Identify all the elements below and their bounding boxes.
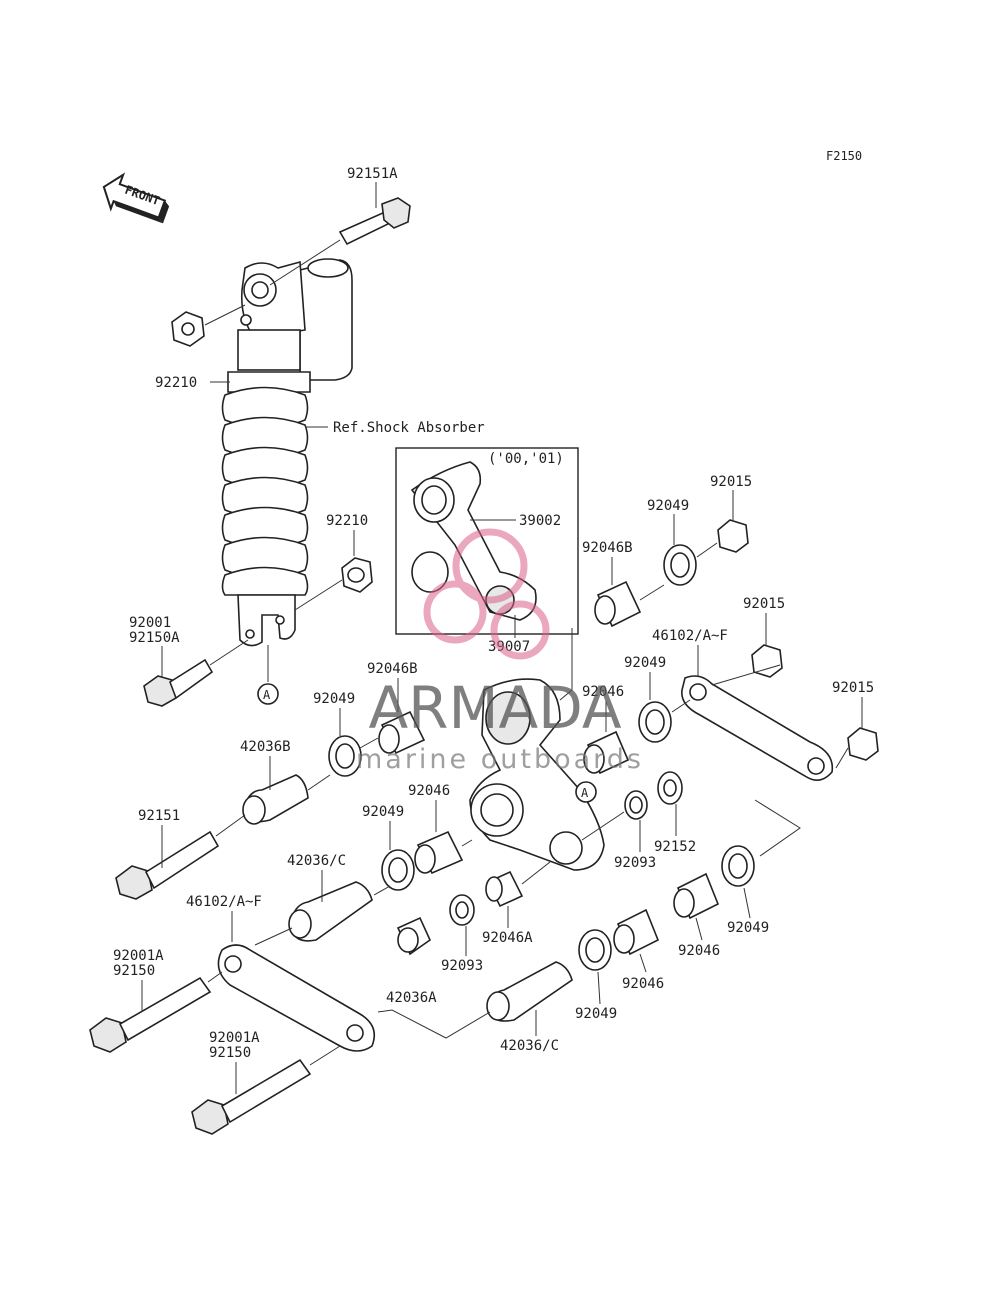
marker-a-upper-label: A xyxy=(581,786,589,800)
label-92046B-right: 92046B xyxy=(582,540,633,556)
marker-a-lower-label: A xyxy=(263,688,271,702)
figure-code: F2150 xyxy=(826,149,862,163)
bolt-92001A-lower xyxy=(191,1058,312,1135)
collar-42036B xyxy=(242,774,309,825)
label-42036C-upper: 42036/C xyxy=(287,853,346,869)
bearing-92046B-left xyxy=(378,710,426,755)
seal-92093-lower xyxy=(449,894,475,926)
washer-92049-left xyxy=(328,735,362,777)
label-92093-right: 92093 xyxy=(614,855,656,871)
label-92046-center: 92046 xyxy=(582,684,624,700)
label-92046A: 92046A xyxy=(482,930,533,946)
label-92151: 92151 xyxy=(138,808,180,824)
ref-shock-note: Ref.Shock Absorber xyxy=(333,420,485,436)
label-92001A-upper: 92001A xyxy=(113,948,164,964)
bearing-92046B-right xyxy=(594,580,642,628)
label-92049-left: 92049 xyxy=(313,691,355,707)
collar-42036C-upper xyxy=(288,881,373,942)
label-92001: 92001 xyxy=(129,615,171,631)
label-42036C-lower: 42036/C xyxy=(500,1038,559,1054)
label-92152: 92152 xyxy=(654,839,696,855)
label-92093-lower: 92093 xyxy=(441,958,483,974)
label-46102-left: 46102/A~F xyxy=(186,894,262,910)
washer-92049-low xyxy=(578,929,612,971)
washer-92049-lowright xyxy=(721,845,755,887)
shock-absorber-drawing xyxy=(221,258,353,647)
label-92210-shock: 92210 xyxy=(155,375,197,391)
label-92001A-lower: 92001A xyxy=(209,1030,260,1046)
bearing-92046A xyxy=(485,870,524,908)
bushing-lower-mid xyxy=(396,916,432,956)
bolt-92001A-upper xyxy=(89,976,212,1053)
watermark-brand: ARMADA xyxy=(368,674,621,742)
rocker-arm-39002 xyxy=(410,461,537,621)
label-42036B: 42036B xyxy=(240,739,291,755)
inset-box xyxy=(395,447,579,635)
label-92046-low: 92046 xyxy=(622,976,664,992)
label-42036A: 42036A xyxy=(386,990,437,1006)
inset-note: ('00,'01) xyxy=(488,451,564,467)
bearing-92046-center xyxy=(583,730,630,775)
link-plate-46102-left xyxy=(217,944,376,1052)
rocker-arm-main xyxy=(469,678,605,871)
marker-a-lower xyxy=(257,683,279,705)
nut-92015-right xyxy=(847,727,879,761)
label-92046-lowright: 92046 xyxy=(678,943,720,959)
label-92015-right: 92015 xyxy=(832,680,874,696)
bolt-92151A xyxy=(338,197,411,246)
seal-92093-right xyxy=(624,790,648,820)
label-92150A: 92150A xyxy=(129,630,180,646)
washer-92049-top xyxy=(663,544,697,586)
label-92210-nut: 92210 xyxy=(326,513,368,529)
watermark-logo-icon xyxy=(423,528,550,660)
washer-92049-mid xyxy=(381,849,415,891)
label-39002: 39002 xyxy=(519,513,561,529)
washer-92049-right xyxy=(638,701,672,743)
washer-92152 xyxy=(657,771,683,805)
nut-92015-top xyxy=(717,519,749,553)
label-92049-right: 92049 xyxy=(624,655,666,671)
collar-42036C-lower xyxy=(486,961,573,1022)
label-92151A: 92151A xyxy=(347,166,398,182)
bolt-92001 xyxy=(143,658,214,707)
label-92049-mid: 92049 xyxy=(362,804,404,820)
bearing-92046-lowright xyxy=(673,872,720,920)
link-plate-46102-right xyxy=(681,675,834,781)
label-46102-right: 46102/A~F xyxy=(652,628,728,644)
watermark-tagline: marine outboards xyxy=(356,744,644,775)
bearing-92046-low xyxy=(613,908,660,956)
label-92015-top: 92015 xyxy=(710,474,752,490)
label-92046B-left: 92046B xyxy=(367,661,418,677)
front-arrow-icon xyxy=(102,172,170,224)
label-92049-top: 92049 xyxy=(647,498,689,514)
label-92015-mid: 92015 xyxy=(743,596,785,612)
bolt-92151 xyxy=(115,830,220,900)
label-92049-low: 92049 xyxy=(575,1006,617,1022)
label-92150-upper: 92150 xyxy=(113,963,155,979)
label-92049-lowright: 92049 xyxy=(727,920,769,936)
marker-a-upper xyxy=(575,781,597,803)
label-92046-mid: 92046 xyxy=(408,783,450,799)
label-92150-lower: 92150 xyxy=(209,1045,251,1061)
nut-92015-mid xyxy=(751,644,783,678)
bearing-92046-mid xyxy=(414,830,464,875)
